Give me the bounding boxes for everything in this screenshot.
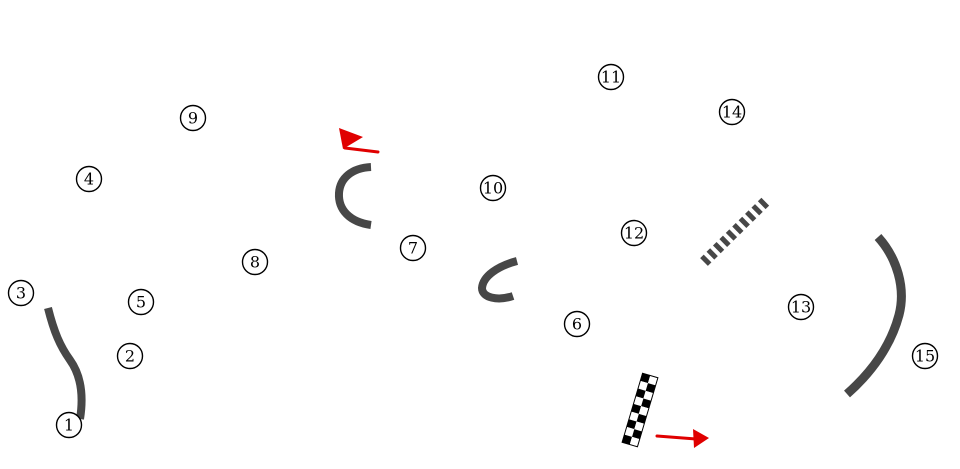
finish-line-checkered xyxy=(621,372,659,448)
turn-marker-5: 5 xyxy=(127,288,155,316)
finish-checker-cell xyxy=(626,419,637,430)
finish-checker-cell xyxy=(647,375,658,386)
turn-marker-4: 4 xyxy=(75,165,103,193)
turn-marker-circle-15 xyxy=(911,342,939,370)
finish-checker-cell xyxy=(645,383,656,394)
finish-checker-cell xyxy=(622,434,633,445)
turn-marker-label-13: 13 xyxy=(791,298,811,317)
turn-marker-circle-9 xyxy=(179,104,207,132)
turn-marker-circle-5 xyxy=(127,288,155,316)
turn-marker-circle-11 xyxy=(597,63,625,91)
track-segment-turns-12-14-diagonal xyxy=(700,195,772,266)
turn-marker-label-9: 9 xyxy=(188,109,198,128)
finish-checker-cell xyxy=(635,388,646,399)
finish-checker-cell xyxy=(634,421,645,432)
direction-arrow-head xyxy=(693,429,709,448)
start-flag-head xyxy=(339,128,363,149)
turn-marker-label-7: 7 xyxy=(408,239,418,258)
turn-marker-6: 6 xyxy=(563,310,591,338)
turn-marker-14: 14 xyxy=(718,98,746,126)
finish-checker-cell xyxy=(643,390,654,401)
turn-marker-circle-8 xyxy=(241,248,269,276)
finish-checker-cell xyxy=(624,426,635,437)
track-segment-turns-1-2-3 xyxy=(44,307,86,420)
start-flag xyxy=(339,128,380,154)
turn-marker-circle-3 xyxy=(7,279,35,307)
finish-checker-cell xyxy=(638,406,649,417)
finish-checker-cell xyxy=(628,411,639,422)
turn-marker-label-1: 1 xyxy=(64,416,74,435)
turn-marker-2: 2 xyxy=(116,342,144,370)
track-segment-turn-6-curve xyxy=(477,257,519,303)
finish-checker-cell xyxy=(631,403,642,414)
turn-marker-11: 11 xyxy=(597,63,625,91)
turn-marker-1: 1 xyxy=(55,411,83,439)
turn-marker-label-6: 6 xyxy=(572,315,582,334)
turn-marker-10: 10 xyxy=(479,174,507,202)
turn-marker-15: 15 xyxy=(911,342,939,370)
finish-checker-cell xyxy=(633,396,644,407)
turn-marker-circle-4 xyxy=(75,165,103,193)
turn-marker-3: 3 xyxy=(7,279,35,307)
turn-marker-12: 12 xyxy=(620,219,648,247)
turn-marker-circle-7 xyxy=(399,234,427,262)
turn-marker-9: 9 xyxy=(179,104,207,132)
turn-marker-7: 7 xyxy=(399,234,427,262)
turn-marker-label-14: 14 xyxy=(722,103,742,122)
turn-marker-label-12: 12 xyxy=(624,224,644,243)
finish-checker-cell xyxy=(638,380,648,391)
finish-checker-cell xyxy=(632,429,642,440)
turn-marker-circle-14 xyxy=(718,98,746,126)
turn-marker-label-10: 10 xyxy=(483,179,503,198)
direction-arrow xyxy=(655,429,709,448)
turn-marker-label-5: 5 xyxy=(136,293,146,312)
turn-marker-label-15: 15 xyxy=(915,347,935,366)
turn-marker-circle-1 xyxy=(55,411,83,439)
track-segment-turns-13-15-sweep xyxy=(844,233,906,398)
turn-marker-8: 8 xyxy=(241,248,269,276)
turn-marker-label-2: 2 xyxy=(125,347,135,366)
start-flag-pole xyxy=(343,146,380,154)
track-segment-turn-7-hairpin xyxy=(334,163,372,229)
turn-marker-label-4: 4 xyxy=(84,170,94,189)
finish-checker-cell xyxy=(629,436,640,447)
turn-marker-circle-2 xyxy=(116,342,144,370)
finish-checker-cell xyxy=(640,373,651,384)
turn-marker-13: 13 xyxy=(787,293,815,321)
turn-marker-circle-12 xyxy=(620,219,648,247)
turn-marker-circle-13 xyxy=(787,293,815,321)
finish-checker-cell xyxy=(641,398,652,409)
direction-arrow-pole xyxy=(655,434,698,441)
turn-marker-label-8: 8 xyxy=(250,253,260,272)
turn-marker-label-3: 3 xyxy=(16,284,26,303)
finish-checker-cell xyxy=(636,413,647,424)
turn-marker-circle-6 xyxy=(563,310,591,338)
turn-marker-circle-10 xyxy=(479,174,507,202)
turn-marker-label-11: 11 xyxy=(601,68,621,87)
finish-line-border xyxy=(621,372,659,448)
